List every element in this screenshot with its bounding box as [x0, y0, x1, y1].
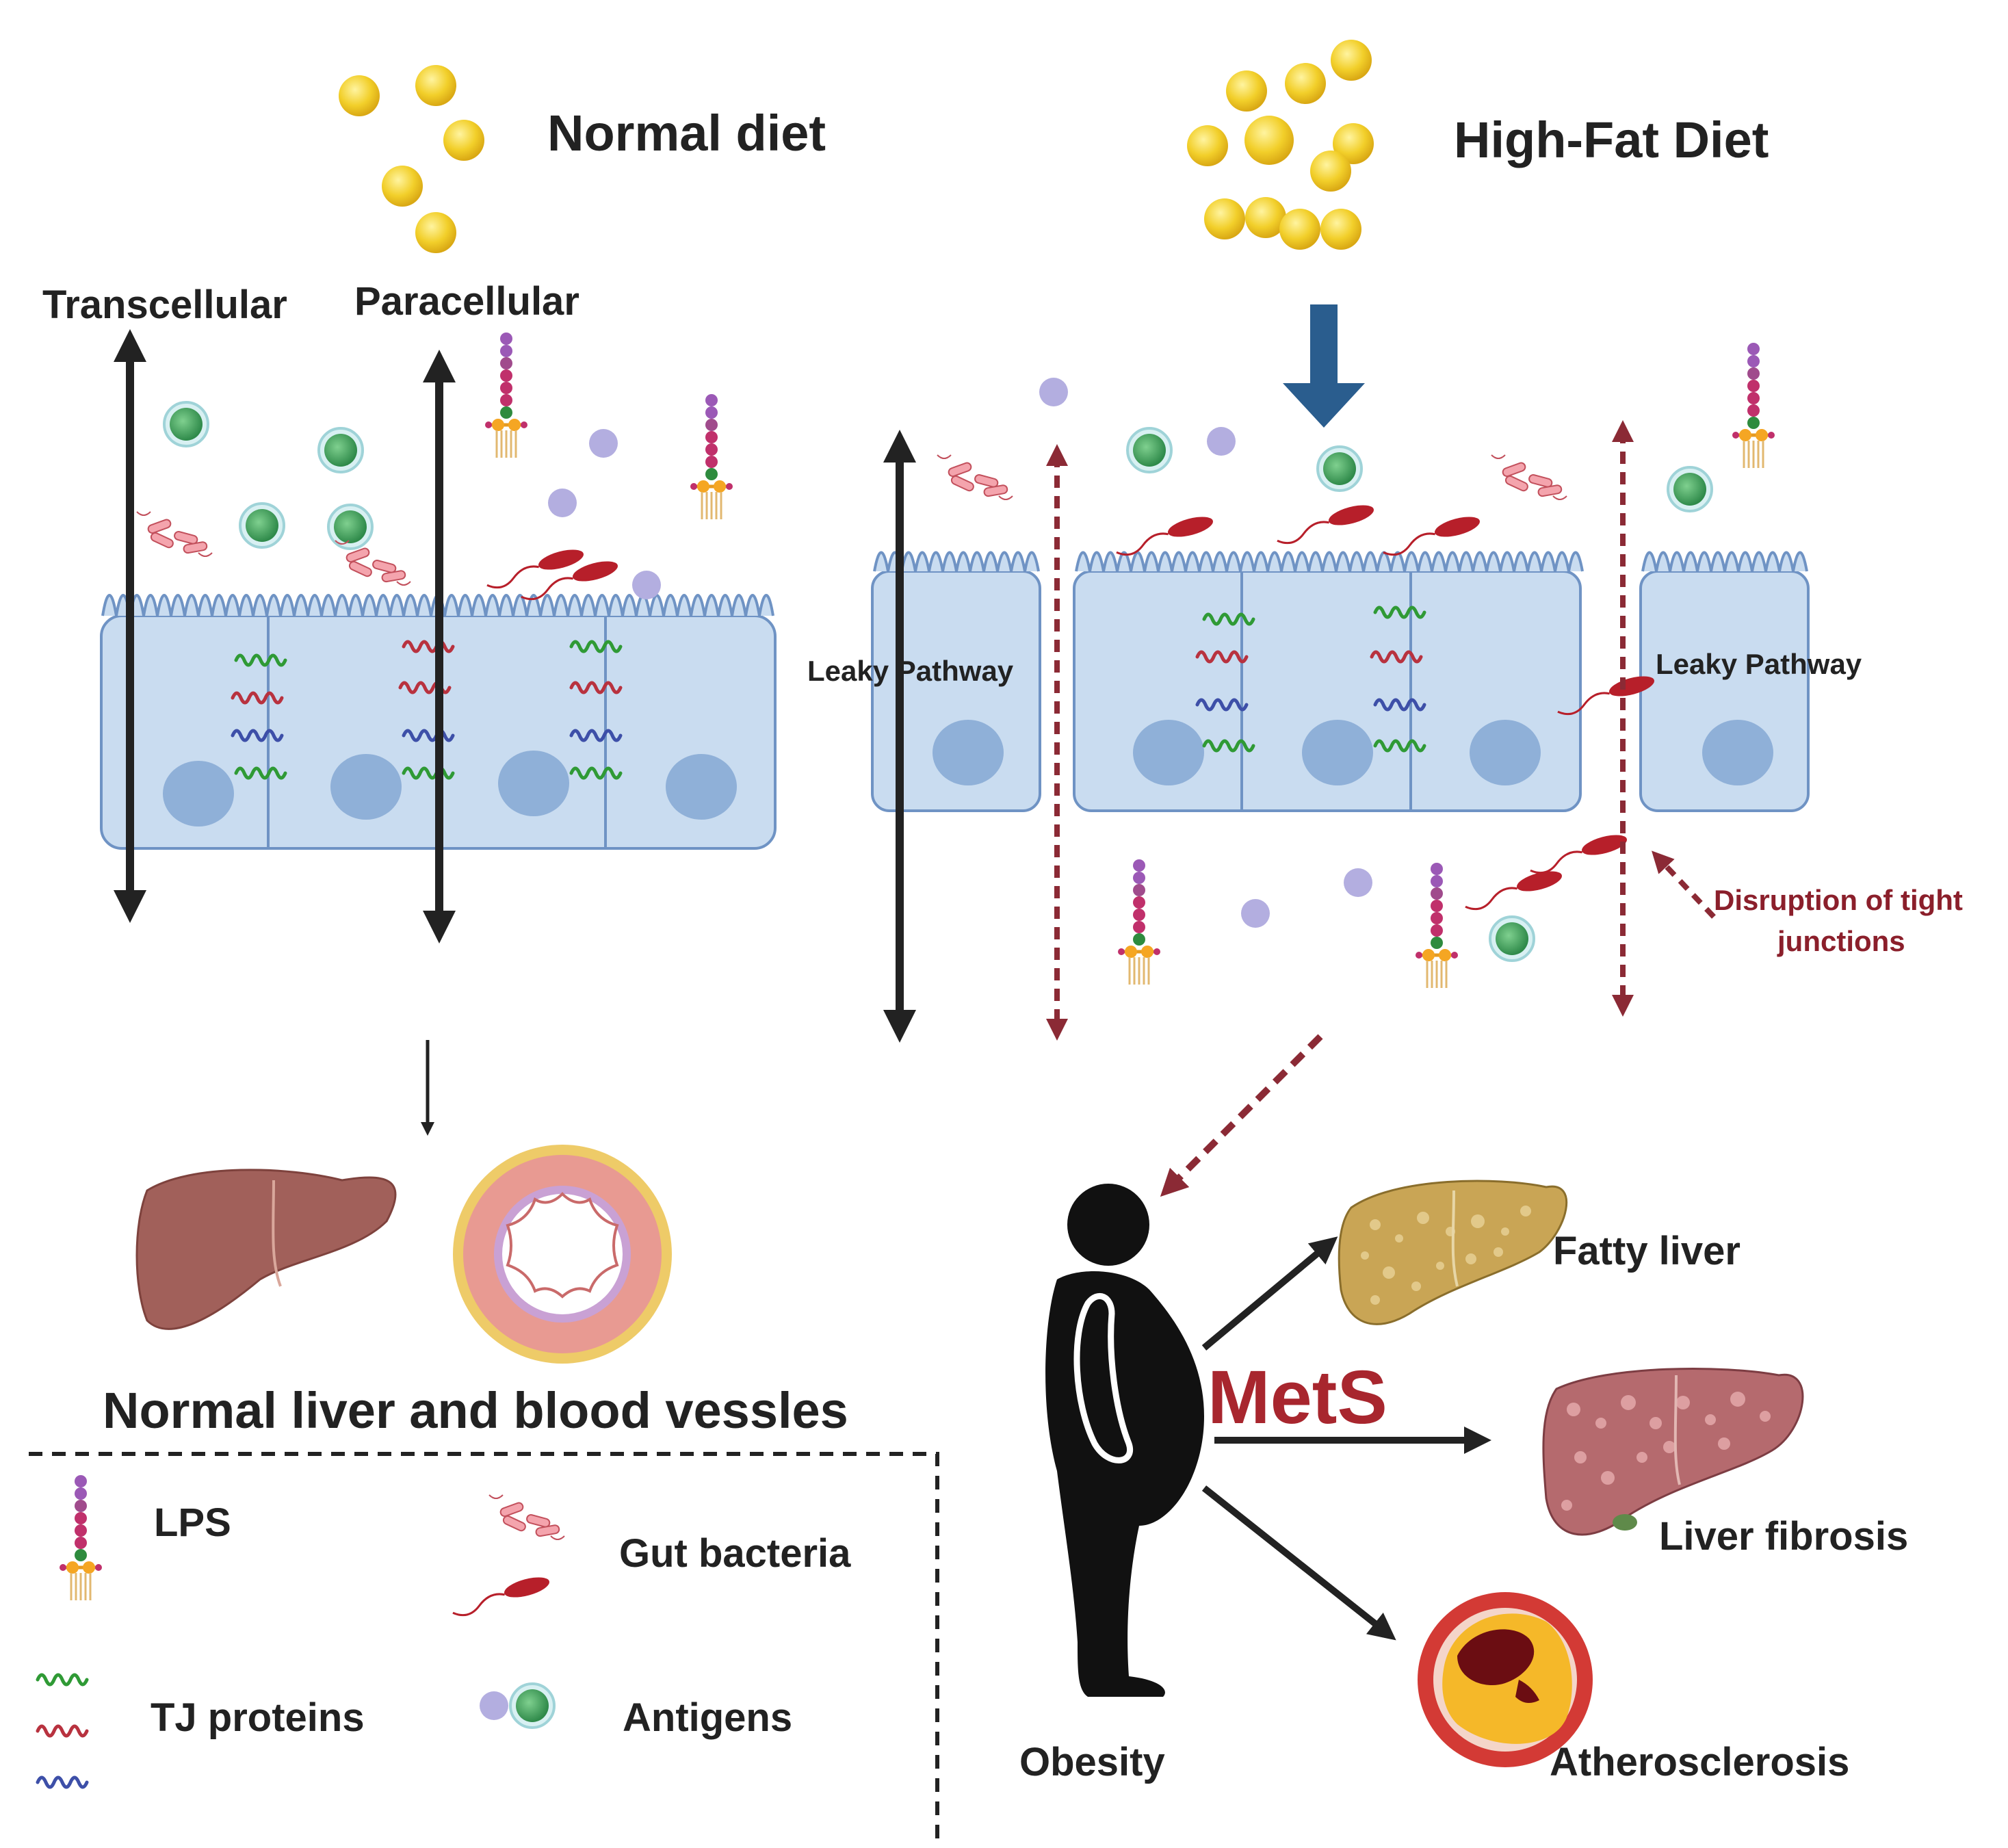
legend-gut-bacteria-icon	[448, 1494, 565, 1619]
legend-tj-proteins-label: TJ proteins	[151, 1695, 365, 1740]
legend-border	[29, 1452, 939, 1840]
legend-lps-label: LPS	[154, 1500, 231, 1545]
normal-diet-label: Normal diet	[547, 105, 826, 161]
legend-lps-icon	[60, 1475, 102, 1600]
normal-diet-droplets	[339, 65, 484, 253]
normal-luminal-contents	[136, 333, 733, 603]
fatty-liver-label: Fatty liver	[1553, 1229, 1740, 1273]
obese-person-icon	[1045, 1184, 1204, 1697]
to-obesity-arrow	[1160, 1034, 1323, 1197]
disruption-arrow	[1652, 850, 1716, 919]
normal-liver-icon	[135, 1169, 397, 1330]
paracellular-label: Paracellular	[354, 279, 579, 324]
leaky-submucosa-contents	[1118, 671, 1658, 988]
leaky-luminal-contents	[937, 343, 1775, 559]
disruption-label-line1: Disruption of tight	[1714, 884, 1963, 916]
atherosclerosis-icon	[1418, 1592, 1593, 1767]
legend-gut-bacteria-label: Gut bacteria	[619, 1531, 851, 1576]
high-fat-down-arrow	[1283, 304, 1365, 428]
mets-label: MetS	[1208, 1355, 1387, 1440]
leaky-pathway-left-label: Leaky Pathway	[807, 655, 1014, 687]
legend-tj-proteins-icon	[38, 1675, 87, 1787]
liver-fibrosis-label: Liver fibrosis	[1659, 1514, 1908, 1559]
to-atherosclerosis-arrow	[1201, 1485, 1396, 1641]
liver-fibrosis-icon	[1542, 1368, 1804, 1536]
to-fatty-liver-arrow	[1201, 1236, 1338, 1351]
legend-antigens-icon	[480, 1682, 556, 1729]
high-fat-diet-label: High-Fat Diet	[1454, 112, 1769, 168]
leaky-pathway-right-label: Leaky Pathway	[1656, 648, 1862, 680]
high-fat-droplets	[1187, 40, 1374, 250]
disruption-label-line2: junctions	[1777, 925, 1905, 957]
legend-antigens-label: Antigens	[623, 1695, 792, 1740]
atherosclerosis-label: Atherosclerosis	[1550, 1740, 1849, 1784]
transcellular-label: Transcellular	[42, 283, 287, 327]
obesity-label: Obesity	[1019, 1740, 1165, 1784]
normal-organs-label: Normal liver and blood vessles	[103, 1382, 848, 1439]
fatty-liver-icon	[1338, 1180, 1568, 1325]
normal-blood-vessel-icon	[453, 1145, 672, 1364]
